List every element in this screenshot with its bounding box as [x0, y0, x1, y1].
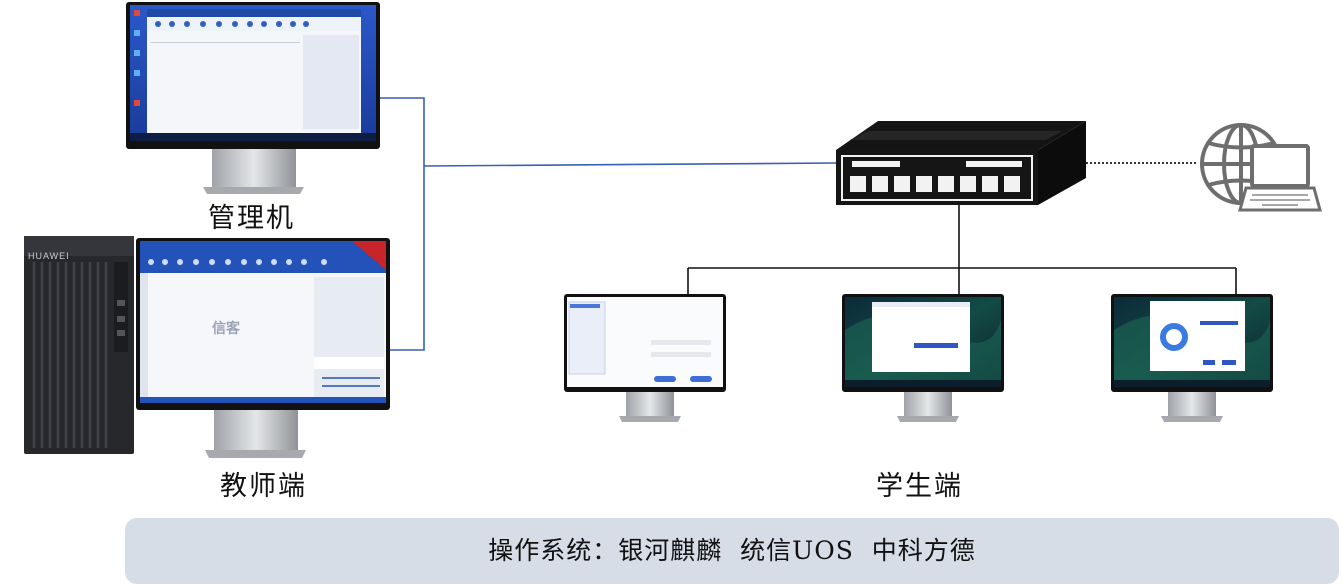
link-lines — [380, 97, 837, 351]
monitor-icon — [564, 294, 726, 422]
teacher-link — [390, 166, 425, 351]
desktop-tower-icon — [24, 236, 134, 454]
os-banner: 操作系统：银河麒麟 统信UOS 中科方德 — [125, 518, 1339, 584]
laptop-icon — [1238, 144, 1322, 212]
teacher-label: 教师端 — [220, 471, 307, 502]
tower-brand: HUAWEI — [28, 251, 70, 261]
uplink-to-switch — [423, 162, 837, 167]
admin-link — [380, 97, 425, 166]
monitor-icon — [136, 238, 390, 458]
monitor-icon — [842, 294, 1004, 422]
os-list-text: 操作系统：银河麒麟 统信UOS 中科方德 — [488, 536, 976, 565]
monitor-icon — [126, 2, 380, 194]
monitor-icon — [1111, 294, 1273, 422]
student-label: 学生端 — [876, 471, 963, 502]
student-bus — [687, 203, 1237, 294]
network-switch-icon — [836, 121, 1086, 205]
admin-label: 管理机 — [208, 203, 295, 234]
teacher-screen-logo: 信客 — [212, 320, 240, 336]
